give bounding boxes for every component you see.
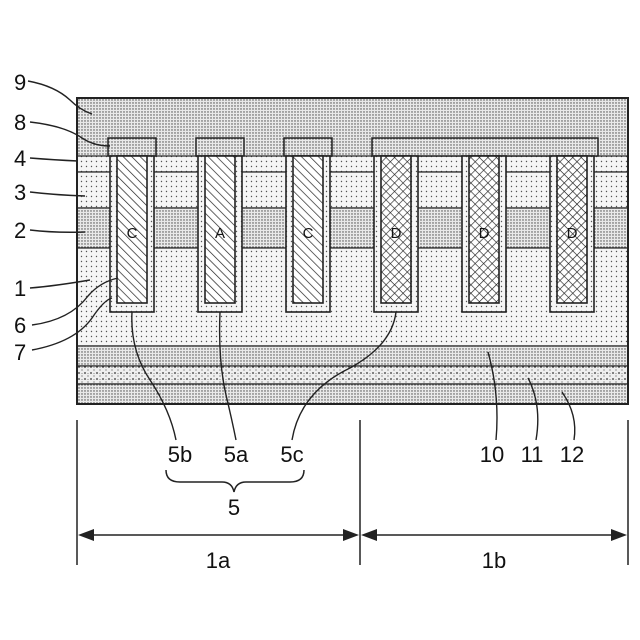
contact-8-c (284, 138, 332, 156)
label-9: 9 (14, 70, 26, 95)
label-region-1b: 1b (482, 548, 506, 573)
label-4: 4 (14, 146, 26, 171)
label-region-1a: 1a (206, 548, 231, 573)
layer-2 (77, 208, 628, 248)
label-3: 3 (14, 180, 26, 205)
arrowhead-1a-right (343, 529, 359, 541)
label-5a: 5a (224, 442, 249, 467)
label-8: 8 (14, 110, 26, 135)
layer-12 (77, 384, 628, 404)
label-5: 5 (228, 495, 240, 520)
trench-letter-6: D (567, 225, 578, 242)
label-5c: 5c (280, 442, 303, 467)
layer-10 (77, 346, 628, 366)
group-brace (166, 470, 304, 492)
label-7: 7 (14, 340, 26, 365)
label-6: 6 (14, 313, 26, 338)
layer-1-drift (77, 248, 628, 346)
layer-4 (77, 156, 628, 172)
trench-letter-4: D (391, 225, 402, 242)
label-2: 2 (14, 218, 26, 243)
contact-8-a (196, 138, 244, 156)
label-10: 10 (480, 442, 504, 467)
label-5b: 5b (168, 442, 192, 467)
contact-8-left (108, 138, 156, 156)
label-12: 12 (560, 442, 584, 467)
trench-letter-3: C (303, 225, 314, 242)
label-1: 1 (14, 276, 26, 301)
arrowhead-1b-left (361, 529, 377, 541)
trench-letter-2: A (215, 225, 225, 242)
label-11: 11 (521, 442, 544, 467)
layer-3 (77, 172, 628, 208)
arrowhead-1a-left (78, 529, 94, 541)
arrowhead-1b-right (611, 529, 627, 541)
contact-8-wide (372, 138, 598, 156)
layer-11 (77, 366, 628, 384)
trench-letter-5: D (479, 225, 490, 242)
trench-letter-1: C (127, 225, 138, 242)
